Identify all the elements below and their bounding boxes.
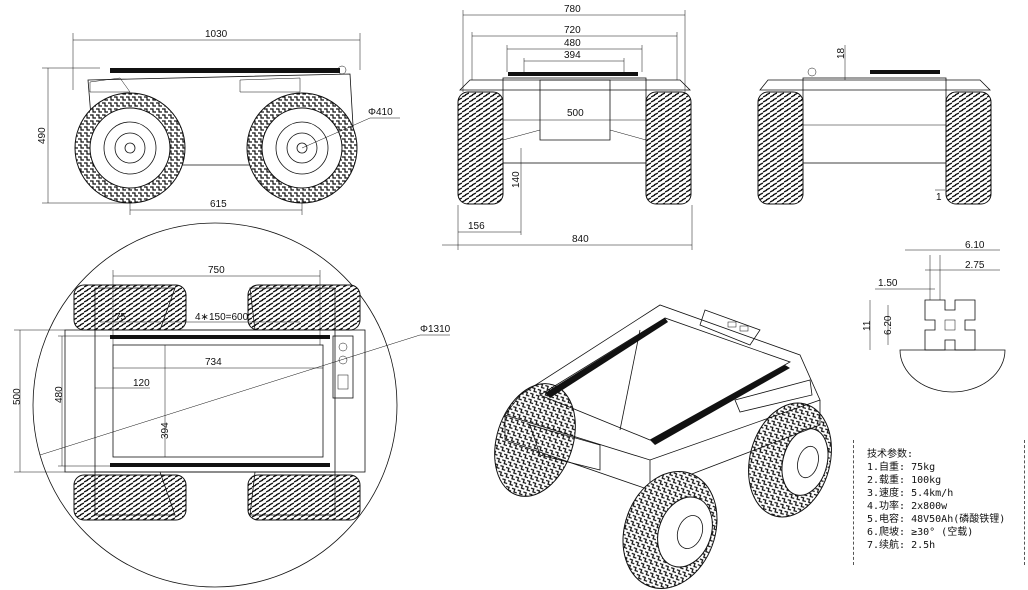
front-track-offset-label: 156 bbox=[468, 221, 485, 232]
side-wheel-front bbox=[74, 92, 186, 204]
rear-bottom-mark-label: 1 bbox=[936, 192, 942, 203]
spec-item: 5.电容: 48V50Ah(磷酸铁锂) bbox=[867, 514, 1006, 525]
spec-item: 7.续航: 2.5h bbox=[867, 540, 936, 551]
front-overall-width-label: 780 bbox=[564, 4, 581, 15]
front-inner-width-a-label: 480 bbox=[564, 38, 581, 49]
profile-dim-e-label: 11 bbox=[862, 320, 873, 331]
rear-view: 18 1 bbox=[757, 45, 992, 205]
side-wheelbase-label: 615 bbox=[210, 199, 227, 210]
front-inner-width-b-label: 394 bbox=[564, 50, 581, 61]
top-deck-length-label: 734 bbox=[205, 357, 222, 368]
top-turning-circle-label: Φ1310 bbox=[420, 324, 451, 335]
side-height-label: 490 bbox=[37, 127, 48, 144]
top-hole-spacing-label: 4∗150=600 bbox=[195, 312, 249, 323]
front-body-width-label: 500 bbox=[567, 108, 584, 119]
profile-dim-c-label: 1.50 bbox=[878, 278, 898, 289]
spec-item: 2.载重: 100kg bbox=[867, 475, 942, 486]
front-view: 780 720 480 394 500 140 156 840 bbox=[442, 4, 693, 250]
side-view: 1030 490 615 Φ410 bbox=[37, 29, 400, 215]
top-side-offset-label: 120 bbox=[133, 378, 150, 389]
spec-title: 技术参数: bbox=[867, 449, 914, 460]
spec-box-frame bbox=[853, 440, 1025, 565]
profile-dim-b-label: 2.75 bbox=[965, 260, 985, 271]
top-view: 750 75 4∗150=600 734 120 394 480 500 Φ13… bbox=[12, 222, 451, 588]
top-length-label: 750 bbox=[208, 265, 225, 276]
spec-item: 3.速度: 5.4km/h bbox=[867, 488, 954, 499]
profile-dim-d-label: 6.20 bbox=[883, 315, 894, 335]
front-top-width-label: 720 bbox=[564, 25, 581, 36]
profile-detail: 6.10 2.75 1.50 6.20 11 bbox=[862, 240, 1006, 393]
top-outer-width-label: 500 bbox=[12, 388, 23, 405]
rear-top-height-label: 18 bbox=[836, 47, 847, 59]
top-offset-label: 75 bbox=[115, 312, 127, 323]
profile-dim-a-label: 6.10 bbox=[965, 240, 985, 251]
side-wheel-diameter-label: Φ410 bbox=[368, 107, 393, 118]
spec-item: 6.爬坡: ≥30° (空载) bbox=[867, 527, 974, 538]
front-track-width-label: 840 bbox=[572, 234, 589, 245]
front-ground-clearance-label: 140 bbox=[511, 171, 522, 188]
spec-item: 1.自重: 75kg bbox=[867, 462, 936, 473]
spec-list: 技术参数: 1.自重: 75kg 2.载重: 100kg 3.速度: 5.4km… bbox=[867, 448, 1017, 552]
iso-wheel-rear-right bbox=[748, 402, 832, 518]
isometric-view bbox=[494, 304, 832, 589]
top-deck-width-label: 394 bbox=[160, 422, 171, 439]
top-inner-width-label: 480 bbox=[54, 386, 65, 403]
iso-wheel-front-left bbox=[622, 471, 718, 589]
side-length-label: 1030 bbox=[205, 29, 228, 40]
spec-item: 4.功率: 2x800w bbox=[867, 501, 948, 512]
